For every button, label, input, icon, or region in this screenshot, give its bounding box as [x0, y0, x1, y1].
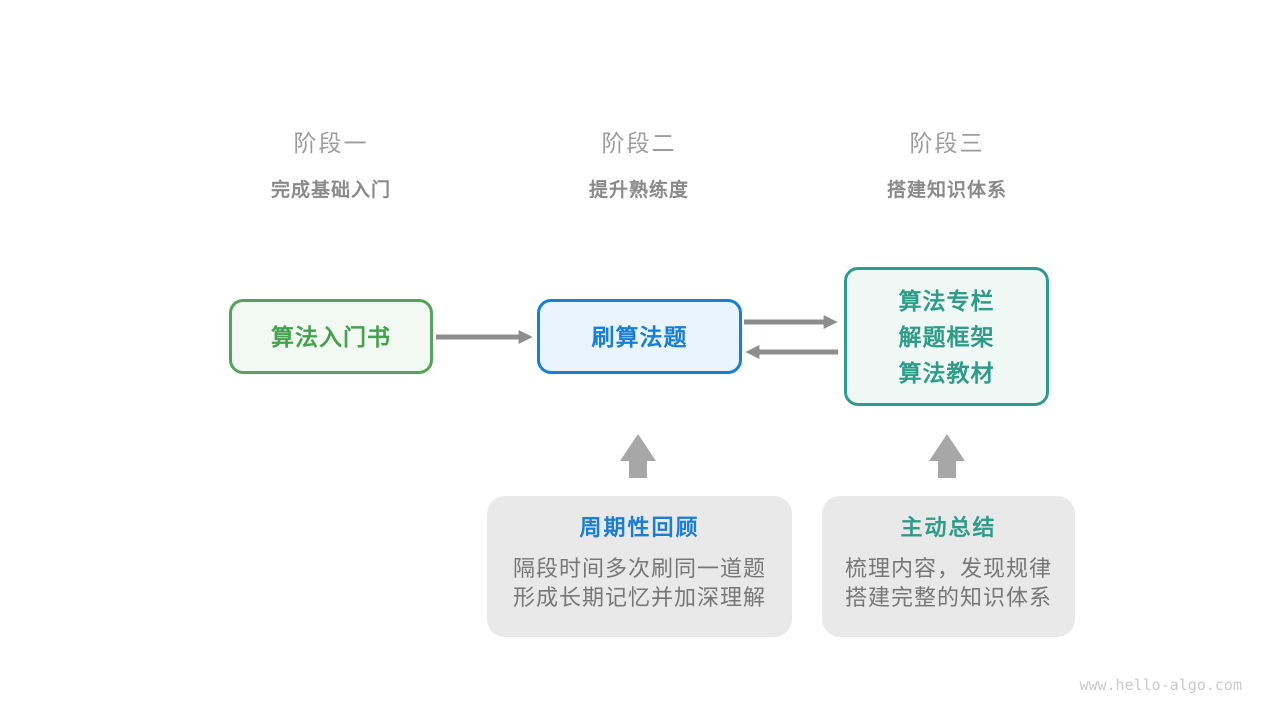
stage-2-label: 阶段二: [601, 130, 677, 156]
node-practice-problems-label: 刷算法题: [591, 323, 688, 350]
stage-1-subtitle: 完成基础入门: [270, 180, 391, 201]
node-algorithm-intro-book: 算法入门书: [229, 299, 433, 374]
stage-2-subtitle: 提升熟练度: [588, 180, 689, 201]
stage-3-subtitle: 搭建知识体系: [886, 180, 1007, 201]
node-knowledge-resources: 算法专栏 解题框架 算法教材: [844, 267, 1049, 406]
block-arrow-up-review-icon: [620, 434, 656, 478]
callout-active-summary-body: 梳理内容，发现规律 搭建完整的知识体系: [822, 554, 1075, 612]
stage-1-label: 阶段一: [293, 130, 369, 156]
callout-periodic-review: 周期性回顾 隔段时间多次刷同一道题 形成长期记忆并加深理解: [487, 496, 792, 637]
stage-3-label: 阶段三: [909, 130, 985, 156]
stage-header-3: 阶段三 搭建知识体系: [797, 128, 1097, 204]
callout-active-summary-body-line-1: 梳理内容，发现规律: [844, 556, 1052, 581]
node-knowledge-resources-line-3: 算法教材: [898, 359, 995, 386]
node-practice-problems: 刷算法题: [537, 299, 742, 374]
callout-periodic-review-body-line-2: 形成长期记忆并加深理解: [512, 585, 766, 610]
node-algorithm-intro-book-label: 算法入门书: [271, 323, 391, 350]
block-arrow-up-summary-icon: [929, 434, 965, 478]
callout-periodic-review-body: 隔段时间多次刷同一道题 形成长期记忆并加深理解: [487, 554, 792, 612]
node-knowledge-resources-line-2: 解题框架: [898, 323, 995, 350]
node-knowledge-resources-line-1: 算法专栏: [898, 287, 995, 314]
callout-periodic-review-body-line-1: 隔段时间多次刷同一道题: [512, 556, 766, 581]
callout-active-summary-body-line-2: 搭建完整的知识体系: [844, 585, 1052, 610]
callout-active-summary-title: 主动总结: [900, 515, 997, 540]
callout-periodic-review-title: 周期性回顾: [579, 515, 700, 540]
callout-active-summary: 主动总结 梳理内容，发现规律 搭建完整的知识体系: [822, 496, 1075, 637]
watermark: www.hello-algo.com: [1079, 676, 1242, 694]
stage-header-2: 阶段二 提升熟练度: [489, 128, 789, 204]
stage-header-1: 阶段一 完成基础入门: [181, 128, 481, 204]
